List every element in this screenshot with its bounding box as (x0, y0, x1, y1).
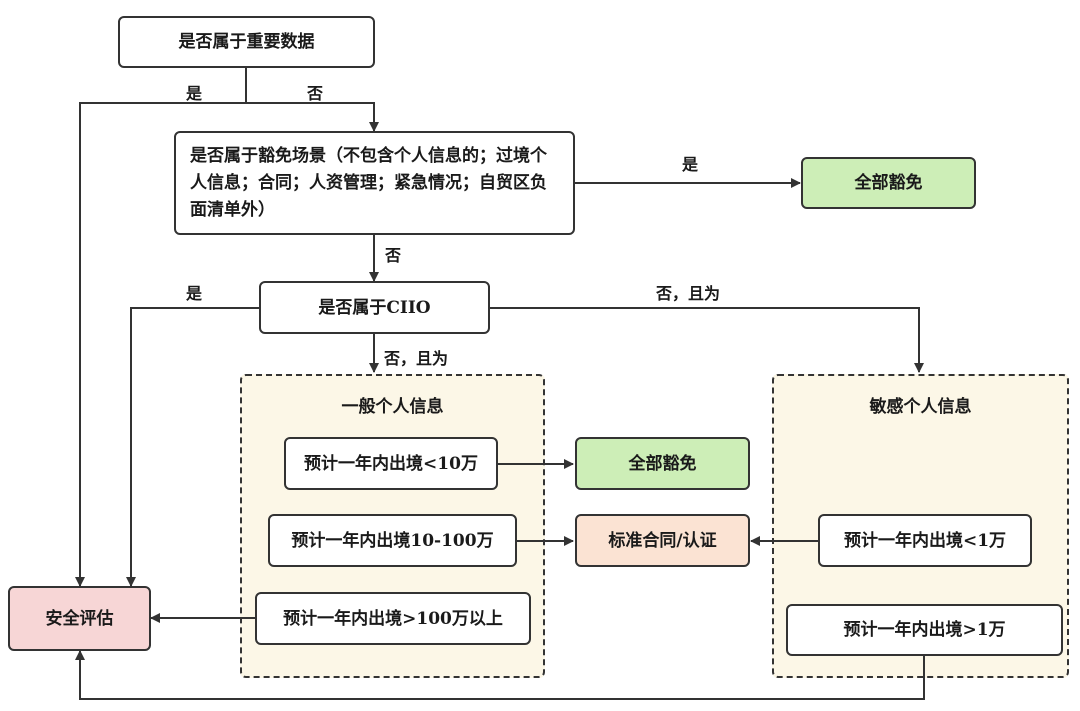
edge-important-no (246, 102, 379, 132)
edge-ciio-yes (126, 307, 260, 587)
label-ciio-yes: 是 (186, 284, 203, 303)
label-important-no: 否 (307, 84, 324, 103)
node-ciio: 是否属于CIIO (259, 281, 490, 334)
label-ciio-no-sensitive: 否，且为 (656, 284, 721, 303)
node-exempt-scene: 是否属于豁免场景（不包含个人信息的；过境个人信息；合同；人资管理；紧急情况；自贸… (174, 131, 575, 235)
node-sensitive-gt1w: 预计一年内出境>1万 (786, 604, 1063, 656)
node-exempt-all-1: 全部豁免 (801, 157, 976, 209)
edge-ciio-no-sensitive (489, 307, 924, 373)
label-important-yes: 是 (186, 84, 203, 103)
label-exempt-yes: 是 (682, 155, 699, 174)
node-general-10-100w: 预计一年内出境10-100万 (268, 514, 517, 567)
edge-gt1w-assessment (75, 650, 925, 700)
edge-important-yes (75, 68, 247, 587)
group-sensitive-title: 敏感个人信息 (869, 397, 972, 417)
node-general-gt100w: 预计一年内出境>100万以上 (255, 592, 531, 645)
node-sensitive-lt1w: 预计一年内出境<1万 (818, 514, 1032, 567)
group-general-title: 一般个人信息 (341, 397, 444, 417)
node-exempt-all-2: 全部豁免 (575, 437, 750, 490)
label-exempt-no: 否 (385, 246, 402, 265)
node-security-assessment: 安全评估 (8, 586, 151, 651)
label-ciio-no-general: 否，且为 (384, 349, 449, 368)
node-general-lt10w: 预计一年内出境<10万 (284, 437, 498, 490)
node-important-data: 是否属于重要数据 (118, 16, 375, 68)
node-standard-contract: 标准合同/认证 (575, 514, 750, 567)
